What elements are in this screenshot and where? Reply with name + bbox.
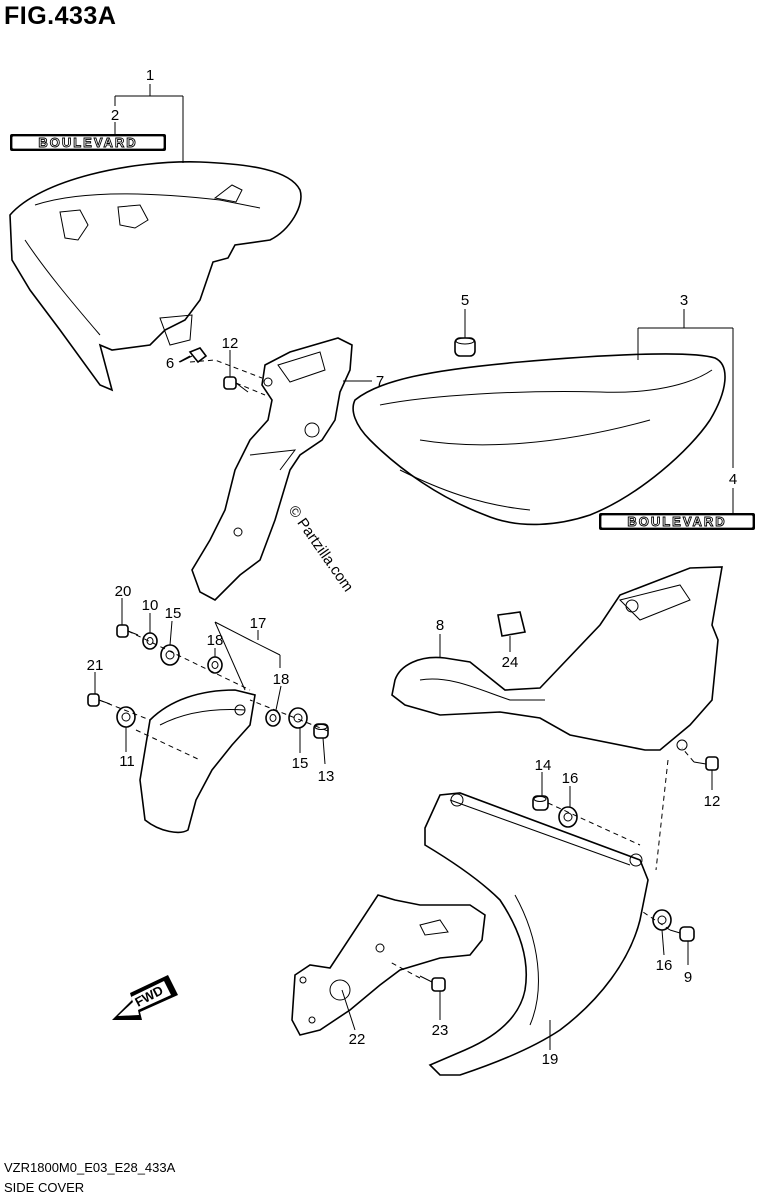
callout-23: 23 — [432, 1022, 449, 1039]
callout-3: 3 — [680, 292, 688, 309]
part-17-guard — [139, 689, 256, 834]
callout-12-right: 12 — [704, 793, 721, 810]
part-18-washer-b — [265, 709, 281, 727]
part-9-bolt — [669, 926, 695, 942]
part-23-bolt — [419, 975, 446, 992]
part-16-grommet-top — [558, 806, 578, 828]
part-14-collar — [532, 795, 549, 811]
callout-15-bottom: 15 — [292, 755, 309, 772]
part-20-bolt — [116, 624, 139, 638]
part-24-pad — [497, 611, 526, 637]
leader-lines — [94, 84, 734, 1050]
part-12-bolt-top — [223, 376, 249, 393]
callout-8: 8 — [436, 617, 444, 634]
part-1-side-cover-upper — [9, 161, 302, 392]
part-5-grommet — [454, 337, 476, 357]
fwd-arrow-icon: FWD — [112, 975, 178, 1020]
callout-22: 22 — [349, 1031, 366, 1048]
callout-18-a: 18 — [207, 632, 224, 649]
callout-17: 17 — [250, 615, 267, 632]
figure-title: FIG.433A — [4, 2, 117, 30]
callout-19: 19 — [542, 1051, 559, 1068]
callout-18-b: 18 — [273, 671, 290, 688]
part-6-screw — [179, 347, 208, 364]
part-12-bolt-right — [693, 756, 719, 771]
callout-2: 2 — [111, 107, 119, 124]
figure-name: SIDE COVER — [4, 1180, 85, 1195]
callout-7: 7 — [376, 373, 384, 390]
callout-21: 21 — [87, 657, 104, 674]
callout-4: 4 — [729, 471, 737, 488]
callout-5: 5 — [461, 292, 469, 309]
callout-6: 6 — [166, 355, 174, 372]
callout-9: 9 — [684, 969, 692, 986]
part-15-grommet-top — [160, 644, 180, 666]
badge-text-right: BOULEVARD — [627, 514, 726, 529]
part-4-emblem: BOULEVARD — [599, 513, 755, 530]
callout-13: 13 — [318, 768, 335, 785]
part-8-bracket — [391, 566, 723, 751]
callout-14: 14 — [535, 757, 552, 774]
callout-16-bottom: 16 — [656, 957, 673, 974]
callout-11: 11 — [119, 753, 135, 770]
callout-12-top: 12 — [222, 335, 239, 352]
callout-10: 10 — [142, 597, 159, 614]
callout-15-top: 15 — [165, 605, 182, 622]
watermark-text: © Partzilla.com — [285, 503, 357, 596]
part-19-lower-cover — [424, 792, 649, 1076]
callout-numbers: 1 2 3 4 5 6 7 8 9 10 11 12 12 13 14 15 1… — [87, 67, 738, 1068]
figure-code: VZR1800M0_E03_E28_433A — [4, 1160, 176, 1175]
badge-text-left: BOULEVARD — [38, 135, 137, 150]
part-7-bracket — [191, 337, 353, 601]
callout-24: 24 — [502, 654, 519, 671]
callout-20: 20 — [115, 583, 132, 600]
part-22-bracket — [291, 894, 486, 1036]
part-10-washer — [142, 632, 158, 650]
callout-1: 1 — [146, 67, 154, 84]
part-16-grommet-bottom — [652, 909, 672, 931]
callout-16-top: 16 — [562, 770, 579, 787]
part-3-side-cover — [352, 353, 726, 526]
part-2-emblem: BOULEVARD — [10, 134, 166, 151]
part-11-grommet — [116, 706, 136, 728]
part-15-grommet-bottom — [288, 707, 308, 729]
